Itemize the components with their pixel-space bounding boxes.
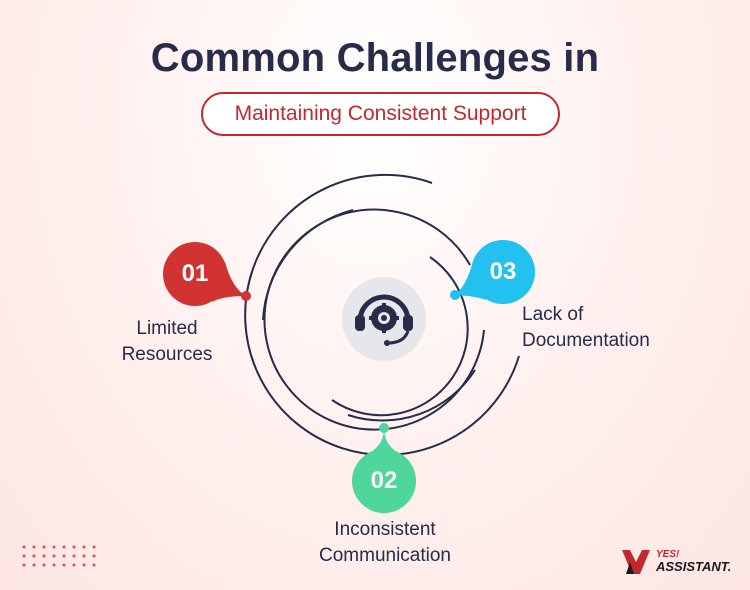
- badge-03-number: 03: [489, 258, 517, 285]
- item-01-line1: Limited: [136, 318, 198, 339]
- subtitle-pill: Maintaining Consistent Support: [201, 92, 560, 136]
- item-02-line1: Inconsistent: [334, 519, 436, 540]
- badge-02: [352, 428, 416, 513]
- page-title: Common Challenges in: [150, 36, 600, 80]
- badge-01-number: 01: [181, 260, 209, 287]
- logo-mark-icon: [622, 550, 650, 574]
- item-02-line2: Communication: [319, 545, 451, 566]
- item-02-label: Inconsistent Communication: [290, 517, 480, 569]
- inner-ring-arc: [331, 256, 469, 417]
- bottom-arc: [347, 369, 476, 422]
- middle-ring-arc: [263, 208, 485, 431]
- item-01-label: Limited Resources: [112, 316, 222, 368]
- middle-ring-arc-left: [262, 209, 354, 321]
- brand-logo: YES! ASSISTANT.: [620, 548, 731, 576]
- logo-big-text: ASSISTANT.: [656, 559, 732, 574]
- badge-03: [455, 240, 535, 304]
- item-03-line1: Lack of: [522, 304, 584, 325]
- badge-02-number: 02: [370, 467, 398, 494]
- outer-ring-arc: [244, 173, 520, 456]
- headset-gear-icon: [355, 294, 413, 346]
- logo-small-text: YES!: [656, 549, 680, 560]
- decorative-dots: [22, 545, 96, 567]
- badge-01: [163, 242, 246, 306]
- item-01-line2: Resources: [121, 344, 213, 365]
- item-03-label: Lack of Documentation: [522, 302, 682, 354]
- item-03-line2: Documentation: [522, 330, 650, 351]
- subtitle-text: Maintaining Consistent Support: [234, 102, 527, 125]
